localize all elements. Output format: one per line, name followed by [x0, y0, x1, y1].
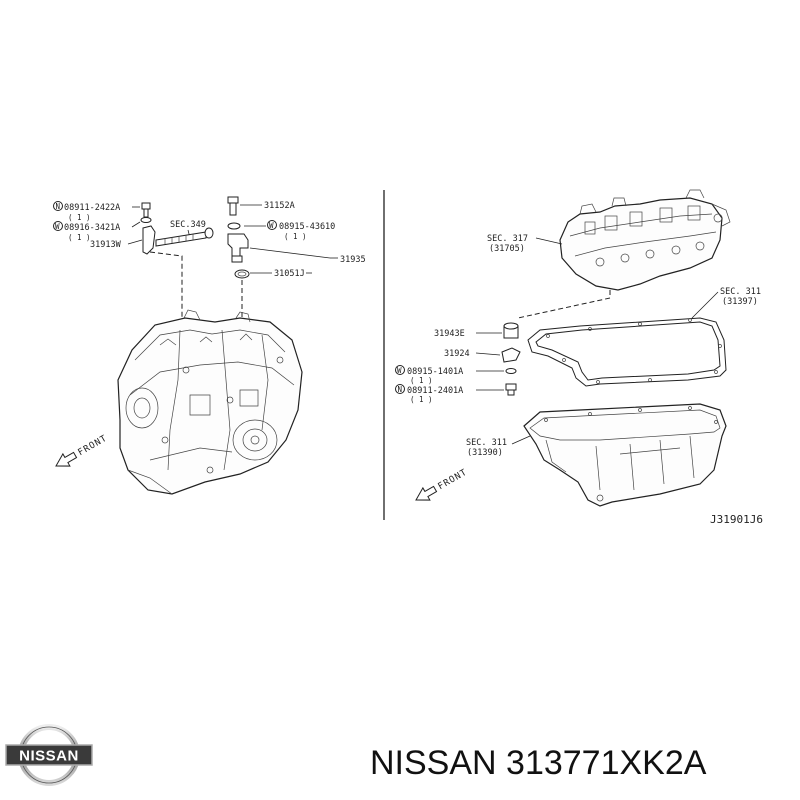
circle-w-icon-2 [267, 220, 277, 230]
diagram-reference-code: J31901J6 [710, 513, 763, 526]
nut-icon [505, 383, 517, 396]
front-label-right: FRONT [437, 467, 470, 492]
label-sec-311-b: SEC. 311 [466, 438, 507, 448]
bolt-icon [141, 202, 151, 218]
label-08916-3421a: 08916-3421A [64, 223, 120, 233]
label-31397: (31397) [722, 297, 758, 307]
nissan-logo: NISSAN [5, 724, 93, 786]
transmission-housing [117, 309, 303, 495]
circle-n-icon-2 [395, 384, 405, 394]
label-31935: 31935 [340, 255, 366, 265]
bolt-31152a [227, 196, 239, 216]
front-arrow-left: FRONT [55, 433, 110, 467]
sensor-31935 [227, 233, 249, 257]
qty-08911-2422a: ( 1 ) [68, 213, 91, 222]
label-31390: (31390) [467, 448, 503, 458]
label-31152a: 31152A [264, 201, 295, 211]
label-08911-2401a: 08911-2401A [407, 386, 463, 396]
right-panel: SEC. 317 (31705) SEC. 311 (31397) 31943E [395, 189, 763, 526]
svg-text:W: W [269, 221, 274, 230]
rod-part [155, 231, 207, 247]
valve-body [559, 189, 731, 291]
label-sec-317: SEC. 317 [487, 234, 528, 244]
qty-08915-1401a: ( 1 ) [410, 376, 433, 385]
bracket-31913w [142, 225, 156, 255]
product-title: NISSAN 313771XK2A [370, 744, 707, 782]
o-ring-31051j [234, 269, 250, 279]
front-arrow-right: FRONT [415, 467, 470, 501]
label-sec-311-a: SEC. 311 [720, 287, 761, 297]
label-31943e: 31943E [434, 329, 465, 339]
gasket-31397 [527, 317, 727, 387]
qty-08915-43610: ( 1 ) [284, 232, 307, 241]
svg-text:W: W [55, 222, 60, 231]
washer-icon-3 [505, 368, 517, 374]
label-31051j: 31051J [274, 269, 305, 279]
label-08911-2422a: 08911-2422A [64, 203, 120, 213]
svg-text:W: W [397, 366, 402, 375]
washer-icon [140, 217, 152, 223]
qty-08916-3421a: ( 1 ) [68, 233, 91, 242]
label-31913w: 31913W [90, 240, 122, 250]
label-sec-349: SEC.349 [170, 220, 206, 230]
label-08915-43610: 08915-43610 [279, 222, 335, 232]
oil-pan-31390 [523, 403, 727, 507]
circle-w-icon [53, 221, 63, 231]
left-panel: N 08911-2422A ( 1 ) W 08916-3421A ( 1 ) … [53, 196, 366, 495]
qty-08911-2401a: ( 1 ) [410, 395, 433, 404]
svg-text:N: N [398, 385, 403, 394]
label-31924: 31924 [444, 349, 470, 359]
bracket-31924 [501, 347, 521, 363]
circle-n-icon [53, 201, 63, 211]
label-08915-1401a: 08915-1401A [407, 367, 463, 377]
front-label-left: FRONT [77, 433, 110, 458]
washer-icon-2 [227, 222, 241, 230]
svg-text:NISSAN: NISSAN [19, 748, 79, 765]
svg-text:N: N [56, 202, 61, 211]
circle-w-icon-3 [395, 365, 405, 375]
label-31705: (31705) [489, 244, 525, 254]
